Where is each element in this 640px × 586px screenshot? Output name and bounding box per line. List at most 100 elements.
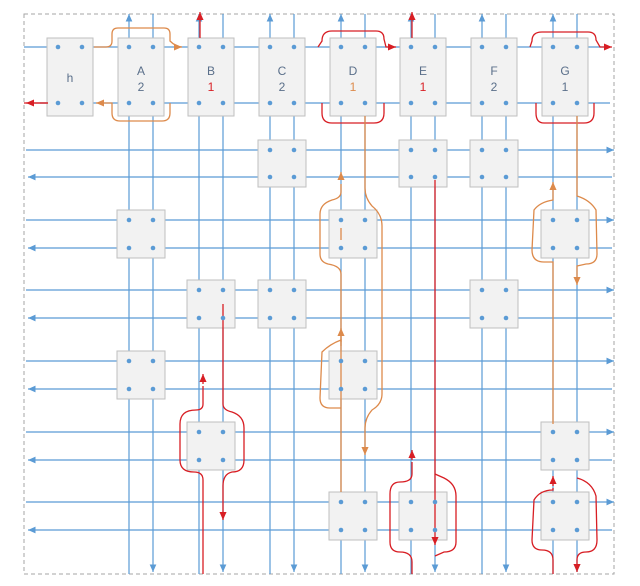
- port-dot: [408, 100, 414, 106]
- port-dot: [291, 100, 297, 106]
- switch-box-c2-r4: [186, 421, 236, 471]
- switch-box-c3-r2: [257, 279, 307, 329]
- port-dot: [574, 527, 580, 533]
- port-dot: [150, 245, 156, 251]
- node-a-name: A: [137, 64, 145, 78]
- port-dot: [550, 499, 556, 505]
- port-dot: [126, 100, 132, 106]
- port-dot: [432, 147, 438, 153]
- node-e-name: E: [419, 64, 427, 78]
- red-route-b-loop-left: [179, 386, 204, 574]
- red-route-g-top: [529, 31, 612, 51]
- port-dot: [196, 315, 202, 321]
- port-dot: [574, 217, 580, 223]
- node-c-name: C: [278, 64, 287, 78]
- port-dot: [432, 174, 438, 180]
- port-dot: [408, 174, 414, 180]
- port-dot: [291, 174, 297, 180]
- port-dot: [220, 429, 226, 435]
- orange-route-d-loop: [319, 184, 342, 492]
- port-dot: [503, 287, 509, 293]
- port-dot: [432, 44, 438, 50]
- port-dot: [291, 147, 297, 153]
- node-box-A: [117, 37, 165, 117]
- routed-paths: [24, 11, 612, 574]
- port-dot: [150, 386, 156, 392]
- port-dot: [220, 315, 226, 321]
- port-dot: [338, 358, 344, 364]
- port-dot: [479, 147, 485, 153]
- switch-box-c6-r2: [469, 279, 519, 329]
- orange-route-g-left: [531, 196, 554, 424]
- connection-dots: [55, 44, 580, 533]
- red-route-d-top: [317, 30, 396, 51]
- node-b-name: B: [207, 64, 215, 78]
- port-dot: [362, 358, 368, 364]
- red-route-e-loop-left: [389, 462, 413, 574]
- port-dot: [362, 245, 368, 251]
- port-dot: [196, 287, 202, 293]
- port-dot: [503, 315, 509, 321]
- port-dot: [338, 217, 344, 223]
- port-dot: [126, 44, 132, 50]
- port-dot: [574, 429, 580, 435]
- switch-box-c4-r3: [328, 350, 378, 400]
- port-dot: [126, 245, 132, 251]
- port-dot: [338, 499, 344, 505]
- port-dot: [432, 499, 438, 505]
- port-dot: [503, 147, 509, 153]
- node-g-name: G: [560, 64, 569, 78]
- port-dot: [55, 44, 61, 50]
- port-dot: [408, 44, 414, 50]
- node-box-G: [541, 37, 589, 117]
- red-route-d-bottom: [321, 103, 385, 124]
- port-dot: [479, 100, 485, 106]
- port-dot: [408, 147, 414, 153]
- port-dot: [196, 457, 202, 463]
- port-dot: [432, 100, 438, 106]
- port-dot: [126, 386, 132, 392]
- port-dot: [550, 429, 556, 435]
- node-g-value: 1: [562, 80, 569, 94]
- red-route-b-down: [219, 304, 245, 520]
- port-dot: [338, 386, 344, 392]
- red-route-g-bottom: [535, 103, 595, 124]
- port-dot: [479, 287, 485, 293]
- port-dot: [126, 358, 132, 364]
- port-dot: [574, 100, 580, 106]
- red-route-g-loop-left: [531, 488, 554, 574]
- node-box-D: [329, 37, 377, 117]
- node-box-F: [470, 37, 518, 117]
- switch-box-c4-r1: [328, 209, 378, 259]
- port-dot: [267, 44, 273, 50]
- header-labels: h A 2 B 1 C 2 D 1 E 1 F 2 G 1: [67, 64, 570, 94]
- port-dot: [79, 44, 85, 50]
- orange-route-d-down: [361, 116, 383, 455]
- port-dot: [196, 429, 202, 435]
- node-h-name: h: [67, 71, 74, 85]
- orange-route-ab-bottom: [96, 99, 171, 122]
- node-box-h: [46, 37, 94, 117]
- node-f-name: F: [490, 64, 497, 78]
- port-dot: [150, 358, 156, 364]
- port-dot: [550, 527, 556, 533]
- port-dot: [267, 100, 273, 106]
- port-dot: [574, 245, 580, 251]
- node-d-name: D: [349, 64, 358, 78]
- port-dot: [267, 287, 273, 293]
- port-dot: [338, 245, 344, 251]
- red-route-g-loop-right: [573, 477, 598, 572]
- port-dot: [550, 44, 556, 50]
- port-dot: [574, 44, 580, 50]
- port-dot: [150, 44, 156, 50]
- node-b-value: 1: [208, 80, 215, 94]
- red-route-e-loop-right: [434, 473, 457, 557]
- switch-box-c6-r0: [469, 139, 519, 188]
- port-dot: [150, 100, 156, 106]
- port-dot: [550, 457, 556, 463]
- port-dot: [338, 100, 344, 106]
- port-dot: [362, 100, 368, 106]
- node-d-value: 1: [350, 80, 357, 94]
- switch-box-c1-r1: [116, 209, 166, 259]
